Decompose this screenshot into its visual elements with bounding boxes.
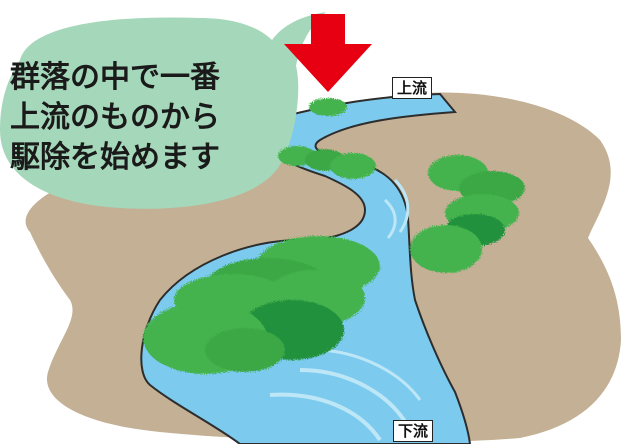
river-ripple xyxy=(383,198,397,239)
vegetation xyxy=(143,98,525,374)
downstream-label: 下流 xyxy=(393,420,434,442)
down-arrow-icon xyxy=(284,14,372,92)
callout-line: 駆除を始めます xyxy=(10,140,220,175)
callout-text: 群落の中で一番 上流のものから 駆除を始めます xyxy=(10,58,280,178)
river-ripple xyxy=(299,368,412,431)
callout-line: 上流のものから xyxy=(10,100,220,135)
plant-colony-upstream xyxy=(309,98,347,116)
river-ripple xyxy=(319,348,422,401)
callout-line: 群落の中で一番 xyxy=(10,60,220,95)
river-ripple xyxy=(269,392,382,442)
upstream-label: 上流 xyxy=(392,77,433,99)
plant-colony xyxy=(205,328,285,372)
speech-bubble xyxy=(0,12,326,209)
river-ripple xyxy=(393,178,410,233)
plant-colony xyxy=(410,225,482,273)
plant-colony xyxy=(330,153,376,179)
